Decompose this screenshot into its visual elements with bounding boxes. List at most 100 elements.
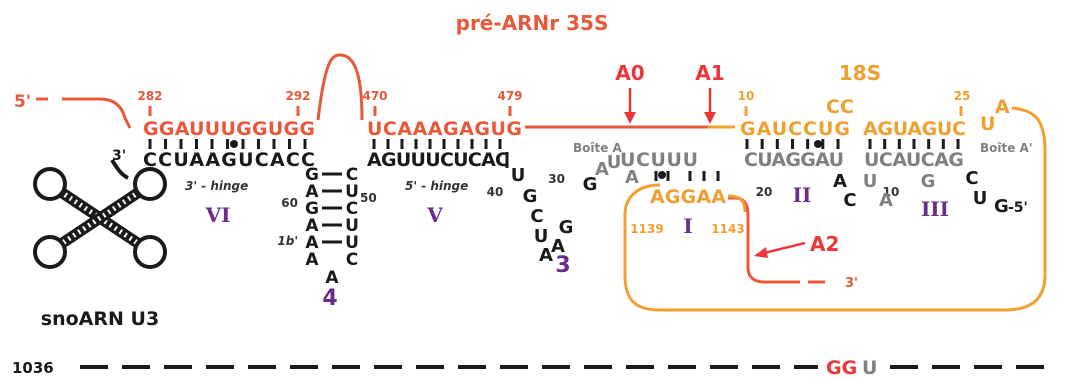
- helix-v: V: [426, 203, 443, 227]
- hairpin-loop-base: A: [325, 268, 339, 288]
- hinge-5prime: 5' - hinge: [405, 179, 468, 193]
- hairpin-base-right: U: [345, 216, 359, 236]
- helix-vi: VI: [205, 203, 231, 227]
- rna-strand-470-479: UCAAAGAGUG: [367, 118, 522, 140]
- boite-a-prime: Boîte A': [980, 141, 1033, 155]
- hairpin-base-right: C: [346, 199, 358, 219]
- pos-40: 40: [487, 185, 504, 199]
- hinge-3prime: 3' - hinge: [185, 179, 248, 193]
- gu-dot-i: [658, 171, 666, 179]
- u3-strand-iii: UCAUCAG: [864, 149, 964, 171]
- cleavage-a2: A2: [810, 232, 839, 256]
- cleavage-a0: A0: [615, 61, 644, 85]
- hairpin-base-left: A: [305, 216, 319, 236]
- bulge-base: A: [595, 159, 609, 180]
- snoarn-u3-icon: [33, 158, 167, 269]
- label-18s: 18S: [839, 61, 881, 85]
- gu-dot-ii: [814, 140, 822, 148]
- helix-i-link: [727, 194, 747, 213]
- rna-18s-u: U: [980, 113, 995, 135]
- helix-4-label: 4: [322, 286, 337, 311]
- arrow-a0-head: [624, 112, 636, 124]
- bulge-base: U: [511, 165, 526, 186]
- end-5prime: 5': [14, 92, 31, 112]
- tail-base: C: [843, 190, 856, 211]
- arrow-a2-head: [754, 247, 768, 258]
- rna-18s-strand-2: AGUAGUC: [863, 118, 966, 140]
- 18s-return-loop: [623, 106, 1047, 312]
- bulge-base: G: [583, 174, 598, 195]
- pos-292: 292: [285, 89, 310, 103]
- arrow-a1-head: [704, 112, 716, 124]
- bulge-base: G: [523, 186, 538, 207]
- u3-3prime: 3': [112, 148, 126, 164]
- u3-strand-ii: CUAGGAU: [744, 149, 844, 171]
- hairpin-base-left: A: [305, 233, 319, 253]
- pos-50: 50: [360, 191, 377, 205]
- tail-base: U: [973, 188, 988, 209]
- pos-60: 60: [281, 196, 298, 210]
- a2-strand: [728, 196, 800, 284]
- connector-loop: [316, 53, 364, 121]
- bulge-base: C: [530, 206, 543, 227]
- u3-boxa-loop: UCUUU: [620, 149, 698, 171]
- hairpin-base-right: U: [345, 182, 359, 202]
- tail-base: A: [833, 171, 847, 192]
- tail-base: G: [921, 171, 936, 192]
- hairpin-base-left: A: [305, 250, 319, 270]
- snoarn-u3-label: snoARN U3: [41, 308, 159, 330]
- helix-3-label: 3: [555, 253, 570, 278]
- pos-25: 25: [954, 89, 971, 103]
- pos-1143: 1143: [711, 222, 744, 236]
- pos-479: 479: [497, 89, 522, 103]
- u3-strand-v: AGUUUCUCAC: [367, 149, 509, 171]
- rna-18s-a: A: [995, 96, 1010, 118]
- rna-18s-cc: CC: [826, 96, 854, 118]
- helix-ii: II: [793, 183, 812, 207]
- pos-30: 30: [548, 172, 565, 186]
- hairpin-base-left: A: [305, 182, 319, 202]
- leader-line: [62, 97, 132, 129]
- arrow-a2-shaft: [759, 241, 806, 256]
- helix-i: I: [683, 214, 692, 238]
- hairpin-base-right: C: [346, 165, 358, 185]
- bulge-base: U: [534, 226, 549, 247]
- pos-470: 470: [362, 89, 387, 103]
- bulge-base: A: [625, 167, 639, 188]
- cleavage-a1: A1: [695, 61, 724, 85]
- hairpin-base-right: U: [345, 233, 359, 253]
- u3-strand-vi: CCUAAGUCACC: [143, 149, 315, 171]
- pos-1139: 1139: [630, 222, 663, 236]
- ggu-u: U: [862, 357, 877, 379]
- bulge-base: U: [607, 152, 622, 173]
- bulge-base: A: [539, 245, 553, 266]
- hairpin-base-left: G: [305, 165, 319, 185]
- u3-5prime: -5': [1008, 200, 1028, 216]
- pos-1036: 1036: [12, 359, 54, 377]
- hairpin-base-right: C: [346, 250, 358, 270]
- rna-18s-strand-1: GAUCCUG: [740, 118, 850, 140]
- helix-1b-label: 1b': [277, 234, 298, 248]
- pre-rrna-helix-i: AGGAA: [650, 186, 726, 208]
- rna-strand-282-292: GGAUUUGGUGG: [143, 118, 315, 140]
- bulge-base: G: [559, 217, 574, 238]
- boite-a: Boîte A: [573, 141, 623, 155]
- bulge-base: A: [551, 236, 565, 257]
- ggu-gg: GG: [826, 357, 857, 379]
- diagram-title: pré-ARNr 35S: [456, 11, 609, 35]
- pos-20: 20: [756, 185, 773, 199]
- base-pair-ticks: [148, 139, 960, 181]
- hairpin-base-left: G: [305, 199, 319, 219]
- pos-10b: 10: [883, 185, 900, 199]
- a2-3prime: 3': [845, 276, 858, 291]
- pos-10: 10: [738, 89, 755, 103]
- gu-dot-vi: [230, 140, 238, 148]
- tail-base-g: G: [994, 196, 1009, 217]
- tail-base: C: [965, 168, 978, 189]
- helix-iii: III: [921, 197, 949, 221]
